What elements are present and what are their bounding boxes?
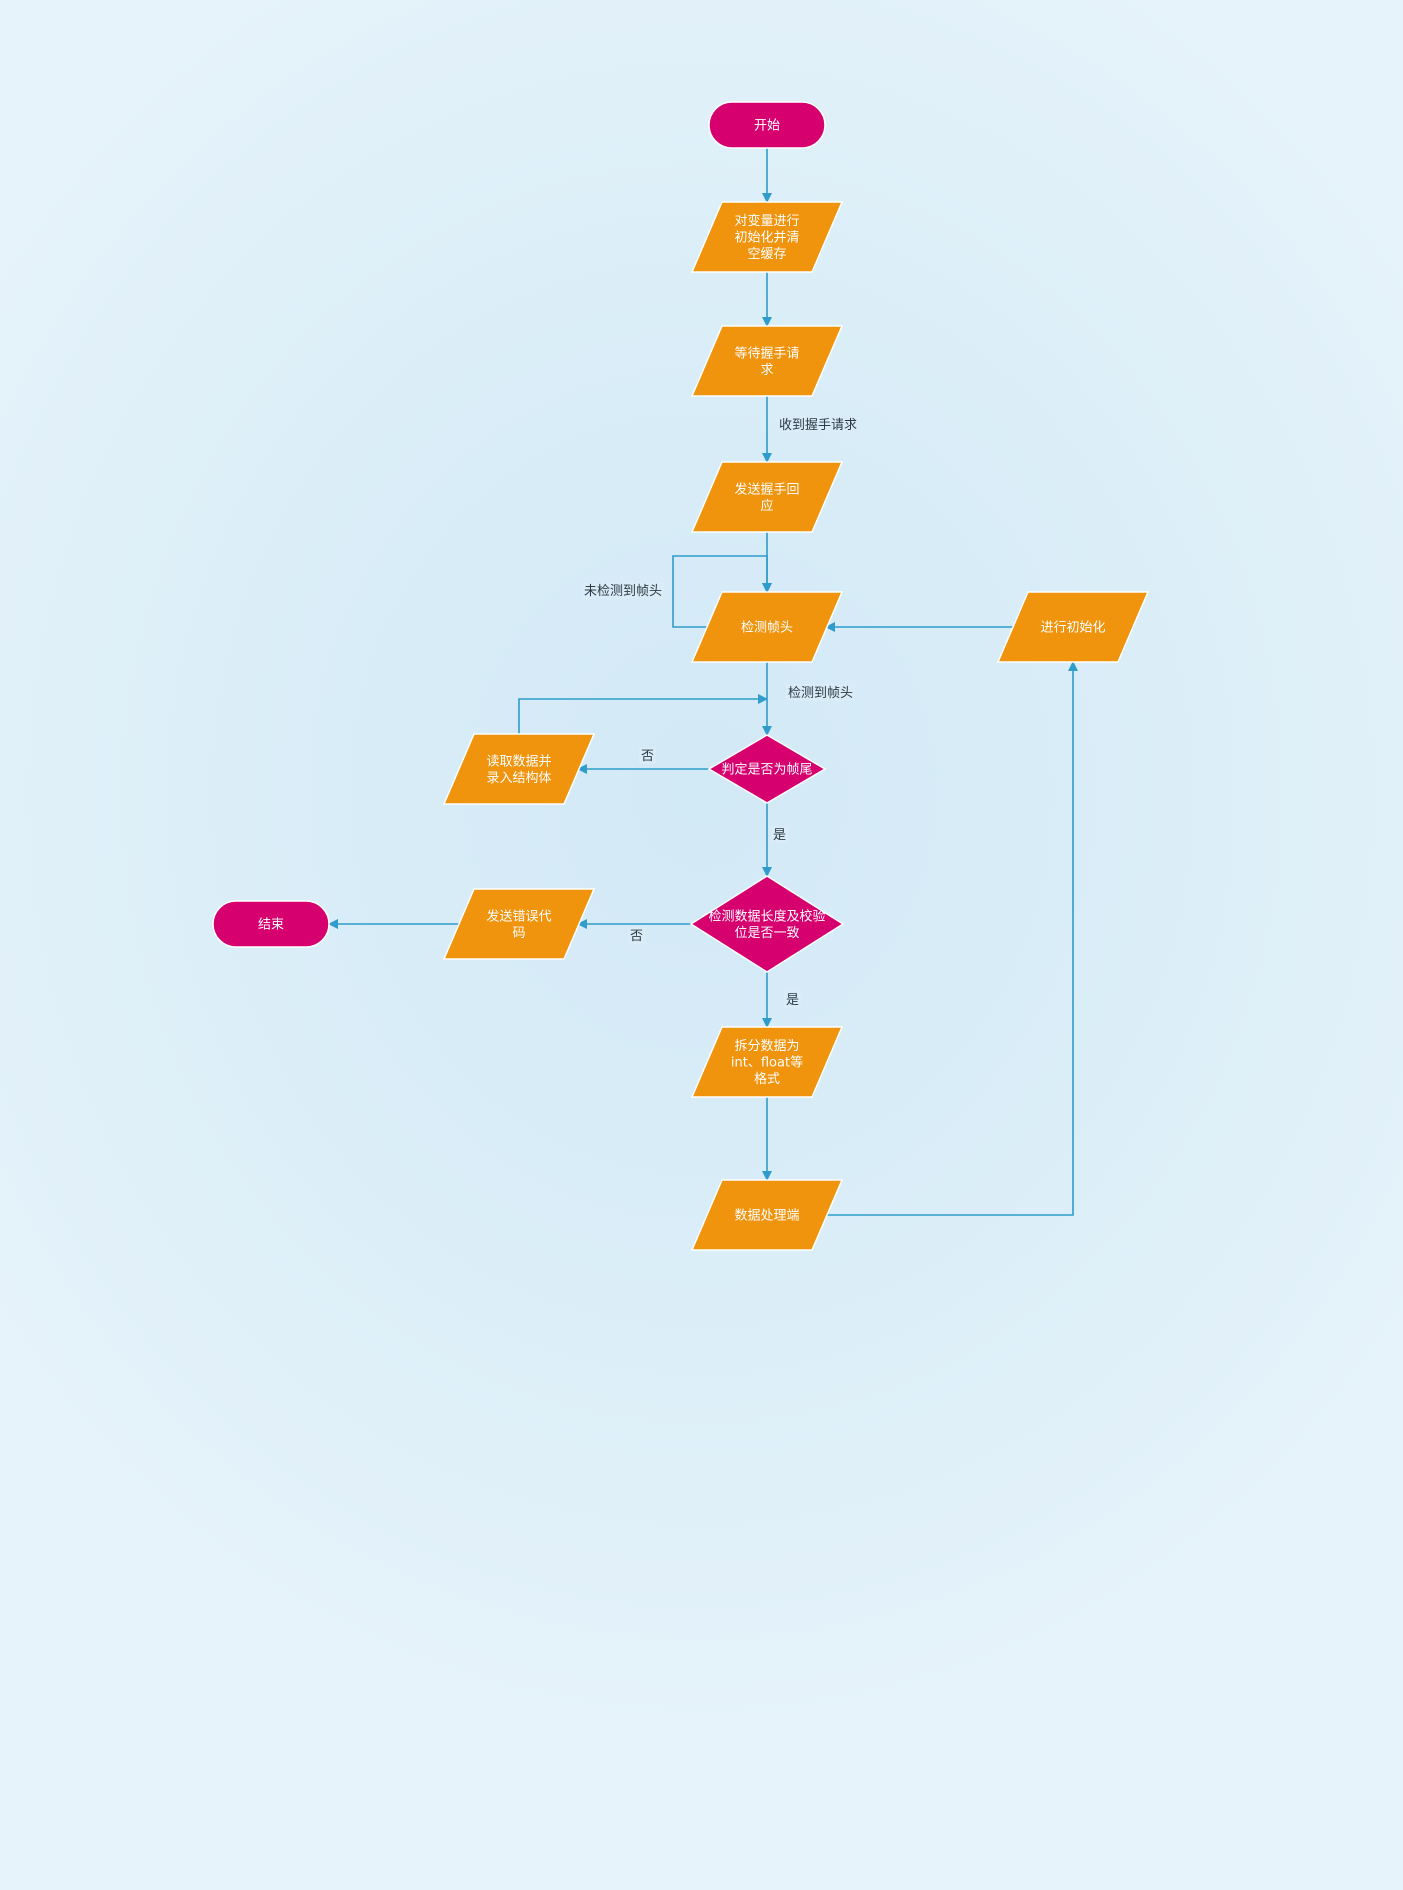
edge-label-background <box>786 684 855 701</box>
process-shape <box>996 591 1150 663</box>
node-label-line: 拆分数据为 <box>734 1039 799 1054</box>
node-label-line: 发送错误代 <box>486 908 551 924</box>
node-end[interactable]: 结束 <box>212 900 330 948</box>
process-shape <box>690 325 844 397</box>
node-detect[interactable]: 检测帧头 <box>690 591 844 663</box>
node-label-line: 录入结构体 <box>486 771 551 786</box>
edge-label-text: 收到握手请求 <box>779 418 857 433</box>
node-label-line: 读取数据并 <box>486 754 551 769</box>
process-shape <box>442 733 596 805</box>
edge-label-text: 检测到帧头 <box>788 686 853 701</box>
process-shape <box>690 1179 844 1251</box>
node-label-line: 应 <box>760 498 773 514</box>
edge-detect-loop <box>672 555 772 628</box>
node-label-line: 等待握手请 <box>734 345 799 361</box>
node-reinit[interactable]: 进行初始化 <box>996 591 1150 663</box>
edge-label-text: 未检测到帧头 <box>584 584 662 599</box>
edge-label-text: 否 <box>641 749 654 764</box>
node-label-line: int、float等 <box>731 1055 803 1071</box>
process-shape <box>690 1026 844 1098</box>
edge-label-background <box>777 416 859 433</box>
node-label-line: 开始 <box>754 119 780 134</box>
node-label-line: 对变量进行 <box>734 213 799 229</box>
decision-shape <box>689 875 845 973</box>
edge-label-background <box>639 747 656 764</box>
edge-label-background <box>771 826 788 843</box>
edge-label-check-errcode: 否 <box>628 927 645 944</box>
process-shape <box>690 201 844 273</box>
node-label-line: 检测数据长度及校验 <box>708 908 825 924</box>
terminal-shape <box>708 101 826 149</box>
node-tail[interactable]: 判定是否为帧尾 <box>707 734 827 804</box>
node-label-line: 求 <box>760 363 773 378</box>
process-shape <box>690 461 844 533</box>
node-label-line: 进行初始化 <box>1040 621 1105 636</box>
node-label-line: 格式 <box>754 1071 780 1087</box>
edge-label-background <box>784 991 801 1008</box>
edge-read-tail <box>518 694 768 734</box>
node-label-line: 判定是否为帧尾 <box>721 763 812 778</box>
edge-label-detect-loop: 未检测到帧头 <box>582 582 664 599</box>
node-label-line: 数据处理端 <box>734 1209 799 1224</box>
node-label-line: 空缓存 <box>747 247 786 262</box>
node-process[interactable]: 数据处理端 <box>690 1179 844 1251</box>
edge-label-detect-tail: 检测到帧头 <box>786 684 855 701</box>
edge-label-text: 否 <box>630 929 643 944</box>
edge-label-background <box>582 582 664 599</box>
decision-shape <box>707 734 827 804</box>
process-shape <box>690 591 844 663</box>
node-start[interactable]: 开始 <box>708 101 826 149</box>
node-label-line: 发送握手回 <box>734 481 799 497</box>
edge-label-background <box>628 927 645 944</box>
node-label-line: 检测帧头 <box>741 621 793 636</box>
edge-label-text: 是 <box>786 993 799 1008</box>
edge-label-text: 是 <box>773 828 786 843</box>
process-shape <box>442 888 596 960</box>
edges-layer <box>328 148 1078 1216</box>
edge-label-check-split: 是 <box>784 991 801 1008</box>
edge-process-reinit <box>826 661 1078 1216</box>
node-label-line: 初始化并清 <box>734 231 799 246</box>
node-label-line: 码 <box>512 926 525 941</box>
node-label-line: 位是否一致 <box>734 926 799 941</box>
edge-label-tail-read: 否 <box>639 747 656 764</box>
edge-label-tail-check: 是 <box>771 826 788 843</box>
edge-label-wait-reply: 收到握手请求 <box>777 416 859 433</box>
node-label-line: 结束 <box>258 918 284 933</box>
terminal-shape <box>212 900 330 948</box>
